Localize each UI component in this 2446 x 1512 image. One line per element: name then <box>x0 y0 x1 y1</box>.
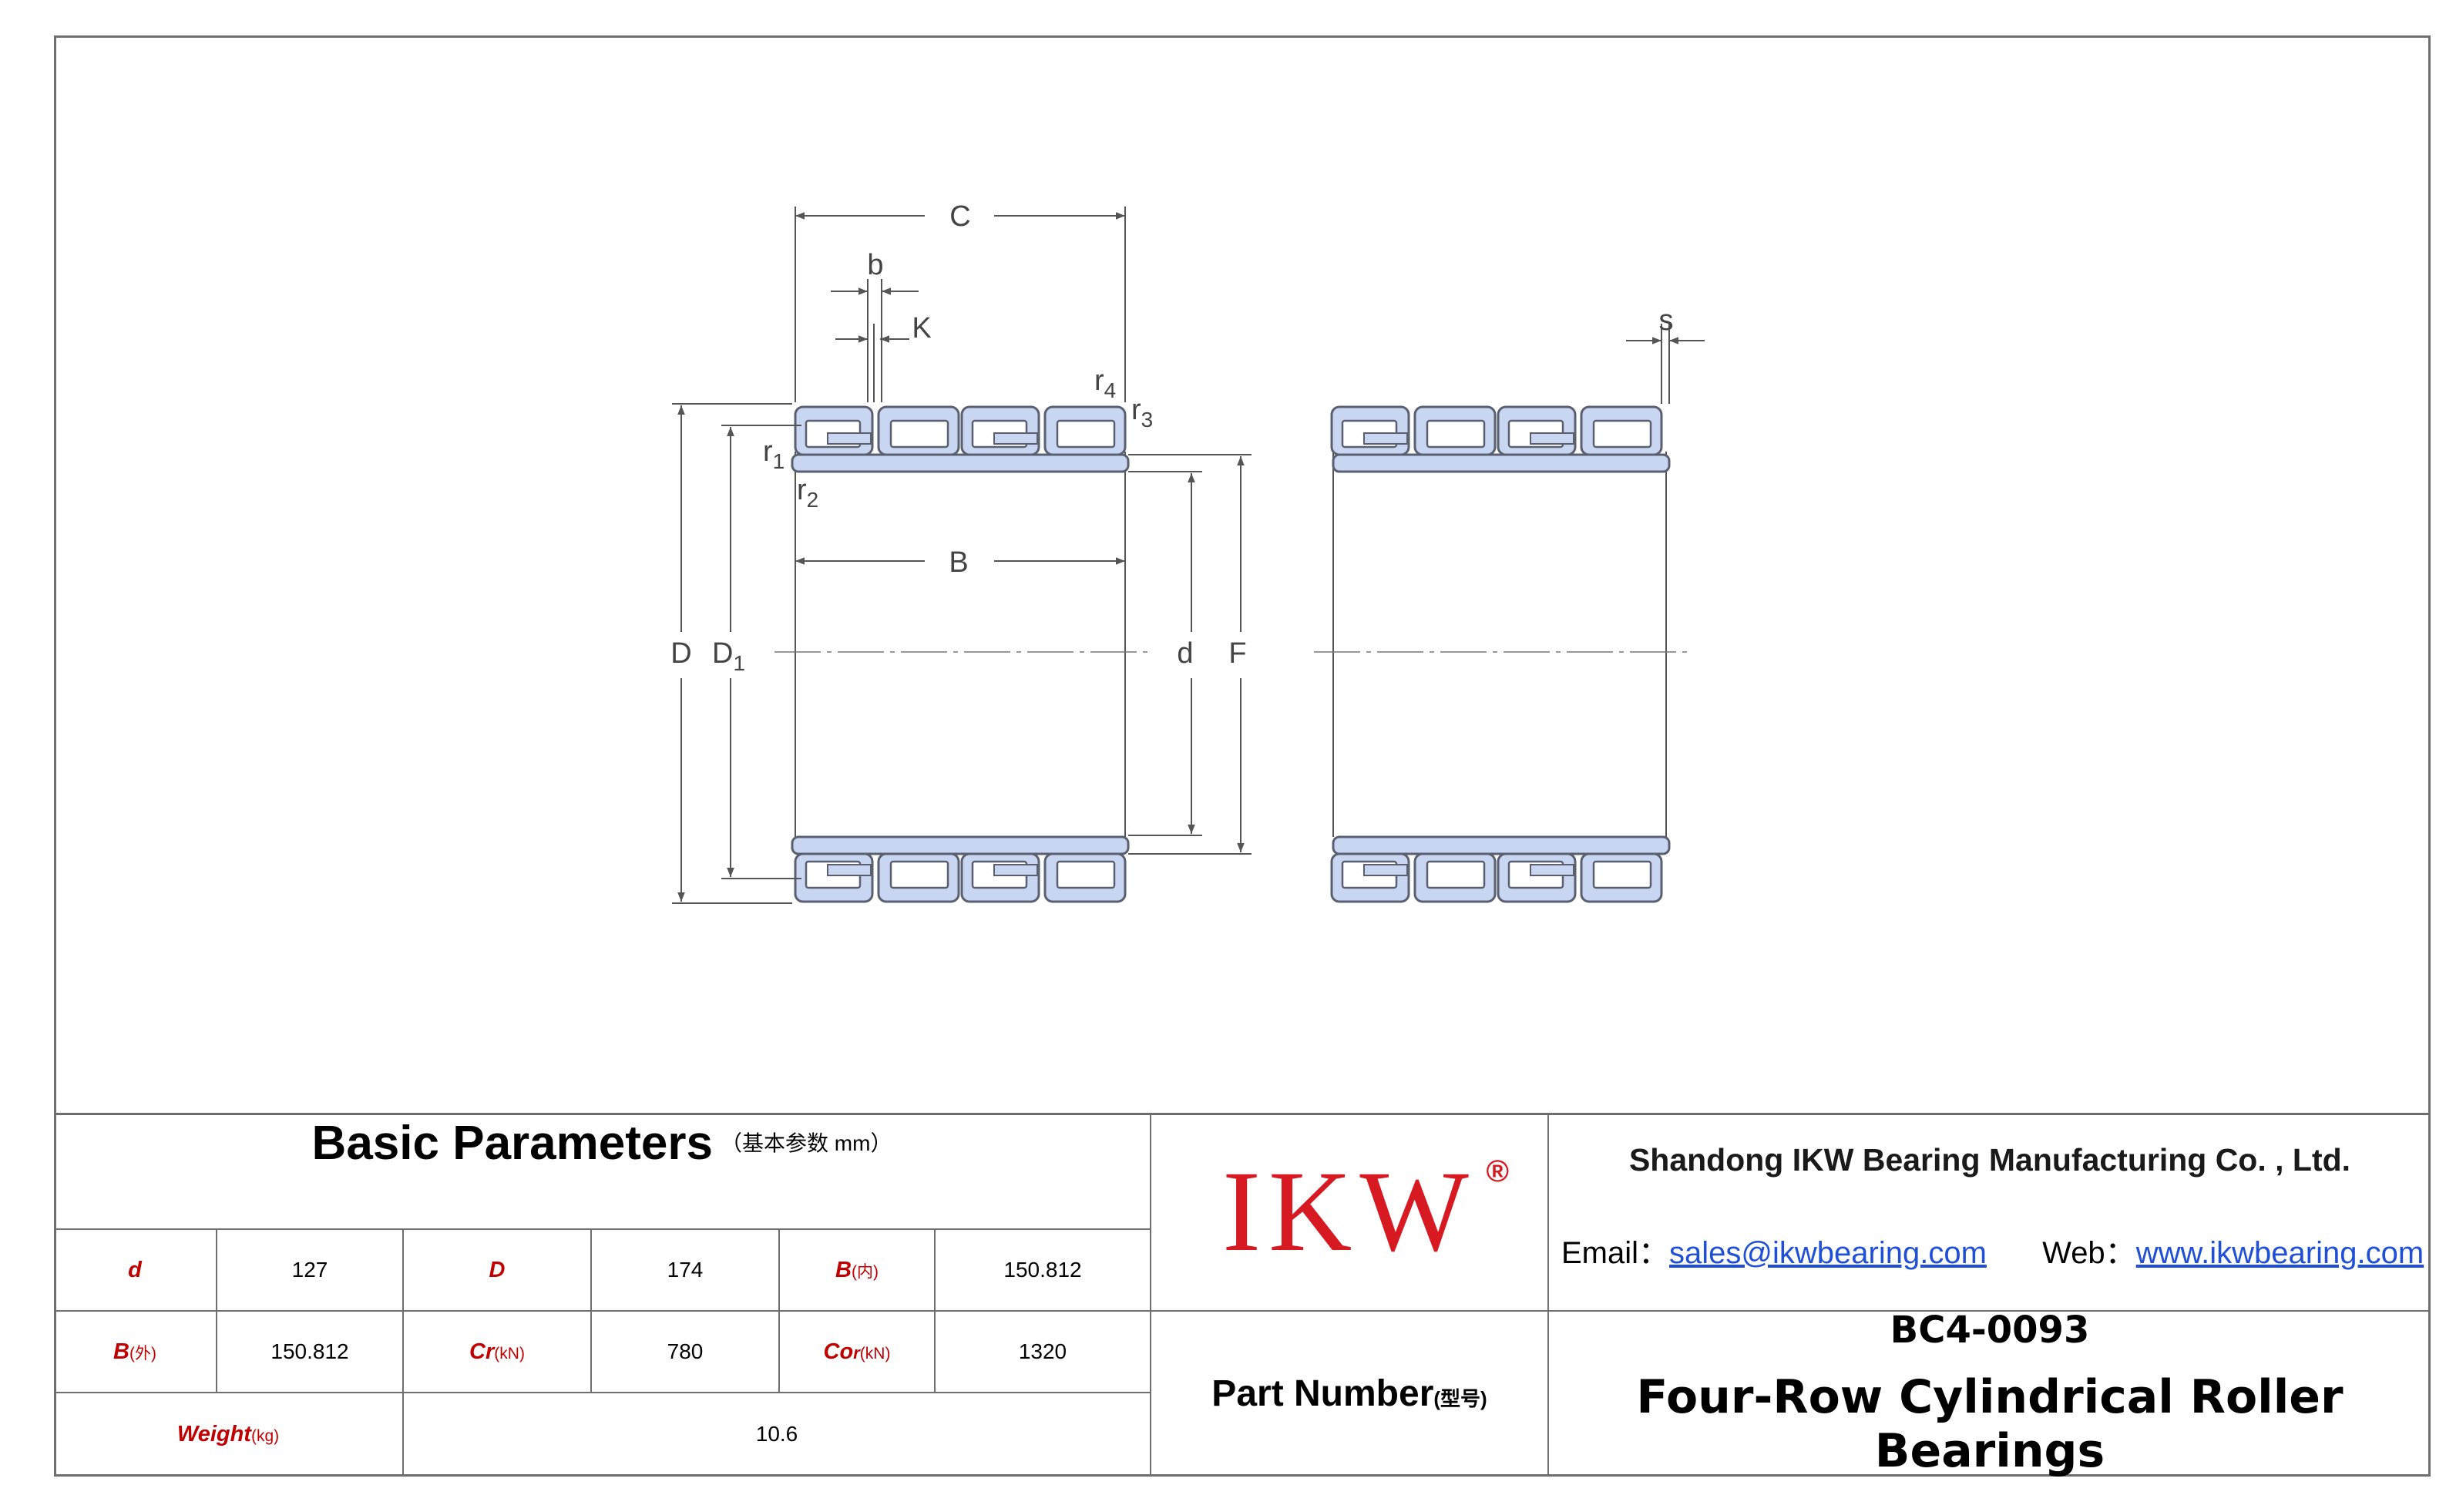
second-view <box>1314 324 1705 903</box>
dim-label-D: D <box>670 637 691 670</box>
logo-cell: IKW® <box>1151 1113 1549 1312</box>
email-link[interactable]: sales@ikwbearing.com <box>1669 1236 1987 1270</box>
dimension-lines <box>672 207 1252 904</box>
email-label: Email： <box>1561 1236 1670 1270</box>
param-value-D: 174 <box>592 1230 780 1312</box>
param-value-Cr: 780 <box>592 1312 780 1393</box>
web-link[interactable]: www.ikwbearing.com <box>2135 1236 2424 1270</box>
dim-label-K: K <box>912 312 931 344</box>
company-name: Shandong IKW Bearing Manufacturing Co. ,… <box>1628 1142 2351 1178</box>
param-value-d: 127 <box>217 1230 404 1312</box>
basic-parameters-title: Basic Parameters <box>311 1117 714 1170</box>
part-number-label-cell: Part Number(型号) <box>1151 1312 1549 1477</box>
param-value-B-outer: 150.812 <box>217 1312 404 1393</box>
part-number-value: BC4-0093 <box>1890 1309 2090 1352</box>
param-label-B-outer: B(外) <box>54 1312 217 1393</box>
param-label-Cr: Cr(kN) <box>404 1312 592 1393</box>
bearing-drawing: C b K s B D d F D1 r1 r2 r3 r4 <box>670 200 1705 904</box>
dim-label-F: F <box>1228 637 1246 670</box>
param-value-Cor: 1320 <box>936 1312 1151 1393</box>
param-value-B-inner: 150.812 <box>936 1230 1151 1312</box>
contact-line: Email：sales@ikwbearing.com Web：www.ikwbe… <box>1549 1228 2431 1272</box>
param-value-weight: 10.6 <box>404 1393 1151 1477</box>
part-info-cell: BC4-0093 Four-Row Cylindrical Roller Bea… <box>1549 1309 2431 1478</box>
dim-label-r4: r4 <box>1094 365 1116 402</box>
param-label-B-inner: B(内) <box>780 1230 936 1312</box>
web-label: Web： <box>2042 1236 2136 1270</box>
company-info-cell: Shandong IKW Bearing Manufacturing Co. ,… <box>1549 1113 2431 1312</box>
param-label-D: D <box>404 1230 592 1312</box>
dim-label-d: d <box>1177 637 1193 670</box>
title-block-top-rule <box>54 1113 2431 1115</box>
dim-label-D1: D1 <box>712 637 745 675</box>
part-number-label: Part Number(型号) <box>1211 1373 1487 1414</box>
dim-label-b: b <box>867 249 883 281</box>
param-label-d: d <box>54 1230 217 1312</box>
dim-label-r2: r2 <box>797 474 818 512</box>
basic-parameters-subtitle: （基本参数 mm） <box>721 1131 892 1155</box>
dim-label-r3: r3 <box>1131 394 1153 432</box>
dim-label-s: s <box>1659 304 1674 337</box>
dim-label-C: C <box>949 200 970 233</box>
param-label-weight: Weight(kg) <box>54 1393 404 1477</box>
dim-label-B: B <box>949 546 968 579</box>
company-logo: IKW® <box>1222 1147 1509 1275</box>
dim-label-r1: r1 <box>763 435 785 473</box>
basic-parameters-header: Basic Parameters （基本参数 mm） <box>54 1113 1151 1230</box>
title-block: Basic Parameters （基本参数 mm） d 127 D 174 B… <box>54 1113 2431 1478</box>
part-type: Four-Row Cylindrical Roller Bearings <box>1636 1370 2344 1478</box>
section-view <box>774 405 1148 903</box>
param-label-Cor: Cor(kN) <box>780 1312 936 1393</box>
